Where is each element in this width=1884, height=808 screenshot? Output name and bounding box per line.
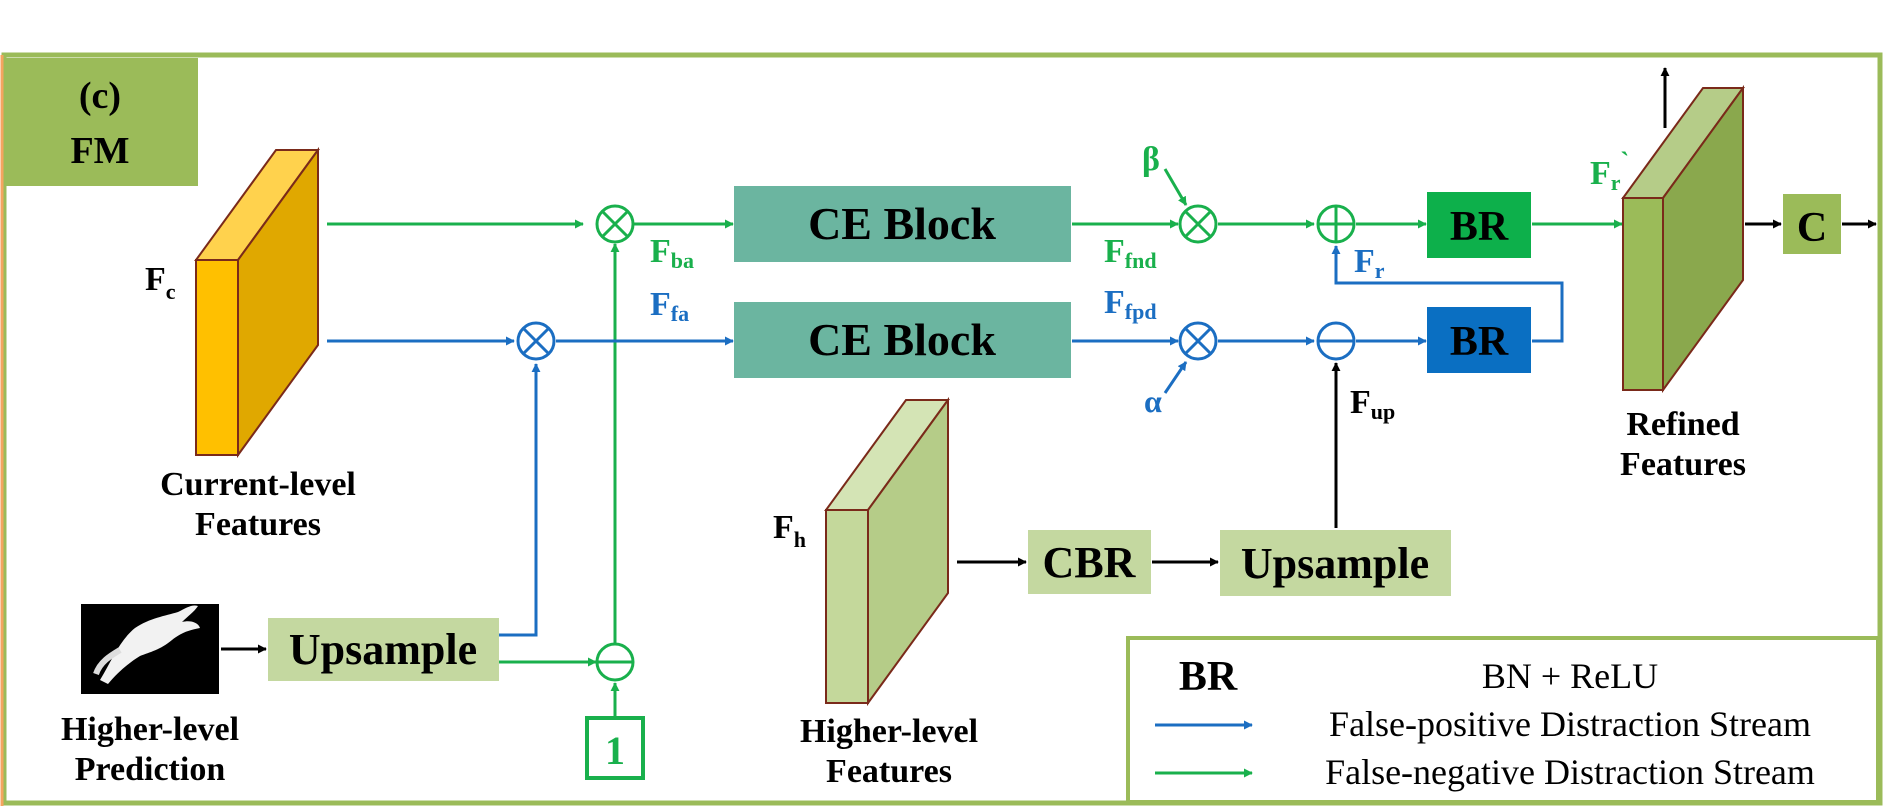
legend-abbr-desc: BN + ReLU (1482, 656, 1658, 696)
alpha-label: α (1144, 383, 1162, 419)
multiply-node-beta (1178, 204, 1218, 244)
concat-box (1783, 194, 1841, 254)
upsample-mid-box (1220, 530, 1451, 596)
multiply-node-alpha (1178, 321, 1218, 361)
legend: BR BN + ReLU False-positive Distraction … (1126, 636, 1880, 804)
ffnd-label: Ffnd (1104, 233, 1157, 273)
current-caption-1: Current-level (160, 466, 356, 503)
ce-block-top-label: CE Block (808, 198, 996, 249)
prediction-caption-2: Prediction (75, 751, 226, 788)
legend-abbr: BR (1179, 654, 1238, 700)
refined-features-block (1621, 84, 1745, 394)
current-caption-2: Features (195, 506, 321, 543)
prediction-image (81, 604, 219, 694)
br-bottom-label: BR (1450, 319, 1509, 365)
fc-label: Fc (145, 261, 176, 304)
fba-label: Fba (650, 233, 694, 273)
panel-name: FM (70, 130, 129, 172)
legend-green-desc: False-negative Distraction Stream (1325, 752, 1815, 792)
outer-frame (1, 52, 1883, 806)
constant-one-box (585, 716, 645, 780)
constant-one-label: 1 (605, 728, 625, 773)
higher-caption-2: Features (826, 753, 952, 790)
refined-caption-1: Refined (1626, 406, 1739, 443)
fr-label: Fr (1354, 243, 1385, 283)
upsample-left-box (268, 618, 499, 681)
panel-label: (c) FM (6, 58, 198, 186)
legend-blue-desc: False-positive Distraction Stream (1329, 704, 1811, 744)
beta-label: β (1142, 141, 1160, 178)
higher-caption-1: Higher-level (800, 713, 978, 750)
multiply-node-prediction (516, 321, 556, 361)
upsample-mid-label: Upsample (1241, 539, 1429, 588)
add-node (1316, 204, 1356, 244)
subtract-node (1316, 321, 1356, 361)
panel-tag: (c) (79, 75, 121, 117)
concat-label: C (1797, 205, 1827, 251)
fup-label: Fup (1350, 384, 1395, 424)
br-top-box (1427, 192, 1531, 258)
cbr-label: CBR (1043, 538, 1137, 587)
ce-block-bottom-label: CE Block (808, 314, 996, 365)
refined-caption-2: Features (1620, 446, 1746, 483)
multiply-node-fba (595, 204, 635, 244)
higher-level-features-block (824, 396, 950, 707)
blue-stream-lines (327, 245, 1564, 637)
cbr-box (1028, 530, 1151, 594)
fr-prime-label: Fr` (1590, 147, 1629, 195)
ce-block-top (734, 186, 1071, 262)
ffpd-label: Ffpd (1104, 284, 1157, 324)
br-bottom-box (1427, 307, 1531, 373)
subtract-node-reverse (595, 642, 635, 682)
br-top-label: BR (1450, 204, 1509, 250)
current-level-features-block (194, 146, 320, 459)
ce-block-bottom (734, 302, 1071, 378)
upsample-left-label: Upsample (289, 625, 477, 674)
green-stream-lines (327, 168, 1623, 716)
ffa-label: Ffa (650, 286, 689, 326)
prediction-caption-1: Higher-level (61, 711, 239, 748)
fh-label: Fh (773, 509, 806, 552)
